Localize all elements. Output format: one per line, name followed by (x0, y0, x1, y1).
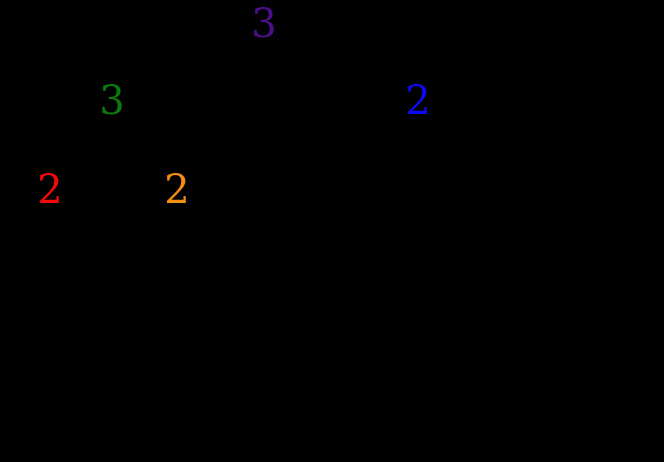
node-label-root: 3 (251, 1, 277, 47)
node-label-right: 2 (405, 78, 431, 124)
node-label-left-left: 2 (37, 167, 63, 213)
node-label-left-right: 2 (164, 167, 190, 213)
node-label-left: 3 (99, 78, 125, 124)
